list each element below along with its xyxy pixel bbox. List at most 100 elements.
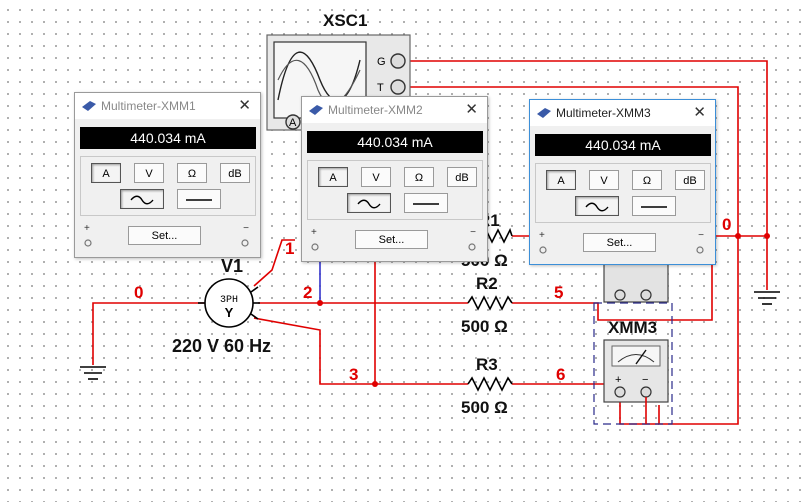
node-label-6: 6 [556,365,565,384]
decibel-button[interactable]: dB [447,167,477,187]
mode-group: A V Ω dB [307,160,483,220]
node-label-1: 1 [285,239,294,258]
voltmeter-button[interactable]: V [134,163,164,183]
multimeter-app-icon [537,108,551,118]
ohmmeter-button[interactable]: Ω [177,163,207,183]
close-icon[interactable]: ✕ [693,104,706,121]
scope-name: XSC1 [323,11,367,30]
dc-button[interactable] [177,189,221,209]
set-button[interactable]: Set... [355,230,428,249]
source-value: 220 V 60 Hz [172,336,271,356]
reading-display: 440.034 mA [307,131,483,153]
terminal-minus-icon[interactable] [241,239,249,247]
ohmmeter-button[interactable]: Ω [404,167,434,187]
selection-box [593,302,673,425]
sine-wave-icon [357,199,381,209]
dc-line-icon [186,199,212,201]
scope-pin-t[interactable] [390,79,406,95]
resistor-r2-zigzag[interactable] [467,295,513,311]
scope-pin-g[interactable] [390,53,406,69]
minus-terminal-label: − [698,230,704,241]
window-title: Multimeter-XMM2 [328,103,423,117]
wire-scope-t[interactable] [398,86,739,425]
terminal-minus-icon[interactable] [468,243,476,251]
voltmeter-button[interactable]: V [361,167,391,187]
ammeter-button[interactable]: A [318,167,348,187]
meter-needle-icon [617,354,655,363]
window-titlebar[interactable]: Multimeter-XMM2 ✕ [302,97,487,123]
terminal-minus-icon[interactable] [696,246,704,254]
node-label-5: 5 [554,283,563,302]
source-conn: Y [225,305,234,320]
multimeter-app-icon [309,105,323,115]
plus-terminal-label: + [539,230,545,241]
resistor-r3-zigzag[interactable] [467,376,513,392]
window-title: Multimeter-XMM1 [101,99,196,113]
dc-line-icon [413,203,439,205]
reading-display: 440.034 mA [80,127,256,149]
terminal-plus-icon[interactable] [84,239,92,247]
window-titlebar[interactable]: Multimeter-XMM3 ✕ [530,100,715,126]
scope-pin-a-label: A [289,117,297,129]
set-button[interactable]: Set... [128,226,201,245]
resistor-r3-value: 500 Ω [461,398,508,417]
multimeter-symbol-xmm3[interactable] [603,339,669,403]
dc-button[interactable] [632,196,676,216]
terminal-plus-icon[interactable] [311,243,319,251]
plus-terminal-label: + [311,227,317,238]
dc-line-icon [641,206,667,208]
scope-pin-t-label: T [377,82,384,94]
set-button[interactable]: Set... [583,233,656,252]
resistor-r3-name: R3 [476,355,498,374]
node-label-2: 2 [303,283,312,302]
voltmeter-button[interactable]: V [589,170,619,190]
mm3-minus-label: − [642,374,648,386]
multimeter-symbol-upper[interactable] [603,261,669,303]
multimeter-xmm3-window[interactable]: Multimeter-XMM3 ✕ 440.034 mA A V Ω dB + … [529,99,716,265]
ammeter-button[interactable]: A [91,163,121,183]
wire-scope-g[interactable] [398,60,768,290]
close-icon[interactable]: ✕ [238,97,251,114]
decibel-button[interactable]: dB [675,170,705,190]
scope-pin-g-label: G [377,56,386,68]
node-label-0-right: 0 [722,215,731,234]
multimeter-xmm2-window[interactable]: Multimeter-XMM2 ✕ 440.034 mA A V Ω dB + … [301,96,488,262]
reading-display: 440.034 mA [535,134,711,156]
wire-node-0-left[interactable] [92,302,206,365]
ground-left-icon [80,366,106,380]
minus-terminal-label: − [470,227,476,238]
ohmmeter-button[interactable]: Ω [632,170,662,190]
multimeter-xmm1-window[interactable]: Multimeter-XMM1 ✕ 440.034 mA A V Ω dB + … [74,92,261,258]
close-icon[interactable]: ✕ [465,101,478,118]
ammeter-button[interactable]: A [546,170,576,190]
source-v1[interactable]: 3PH Y [198,278,260,328]
window-titlebar[interactable]: Multimeter-XMM1 ✕ [75,93,260,119]
ground-right-icon [754,291,780,305]
source-type: 3PH [220,295,238,306]
decibel-button[interactable]: dB [220,163,250,183]
ac-button[interactable] [347,193,391,213]
source-name: V1 [221,256,243,276]
terminal-plus-icon[interactable] [539,246,547,254]
ac-button[interactable] [575,196,619,216]
wire-node-5[interactable] [512,240,713,321]
mm3-symbol-name: XMM3 [608,318,657,337]
scope-pin-a[interactable] [285,114,301,130]
wires [92,60,768,425]
sine-wave-icon [585,202,609,212]
multimeter-app-icon [82,101,96,111]
window-title: Multimeter-XMM3 [556,106,651,120]
plus-terminal-label: + [84,223,90,234]
wire-node-3[interactable] [253,317,468,385]
junctions [317,233,770,387]
node-label-0-left: 0 [134,283,143,302]
node-label-3: 3 [349,365,358,384]
resistor-r2-value: 500 Ω [461,317,508,336]
mode-group: A V Ω dB [80,156,256,216]
mode-group: A V Ω dB [535,163,711,223]
dc-button[interactable] [404,193,448,213]
sine-wave-icon [130,195,154,205]
mm3-plus-label: + [615,374,621,386]
ac-button[interactable] [120,189,164,209]
wire-node-1[interactable] [253,239,295,287]
